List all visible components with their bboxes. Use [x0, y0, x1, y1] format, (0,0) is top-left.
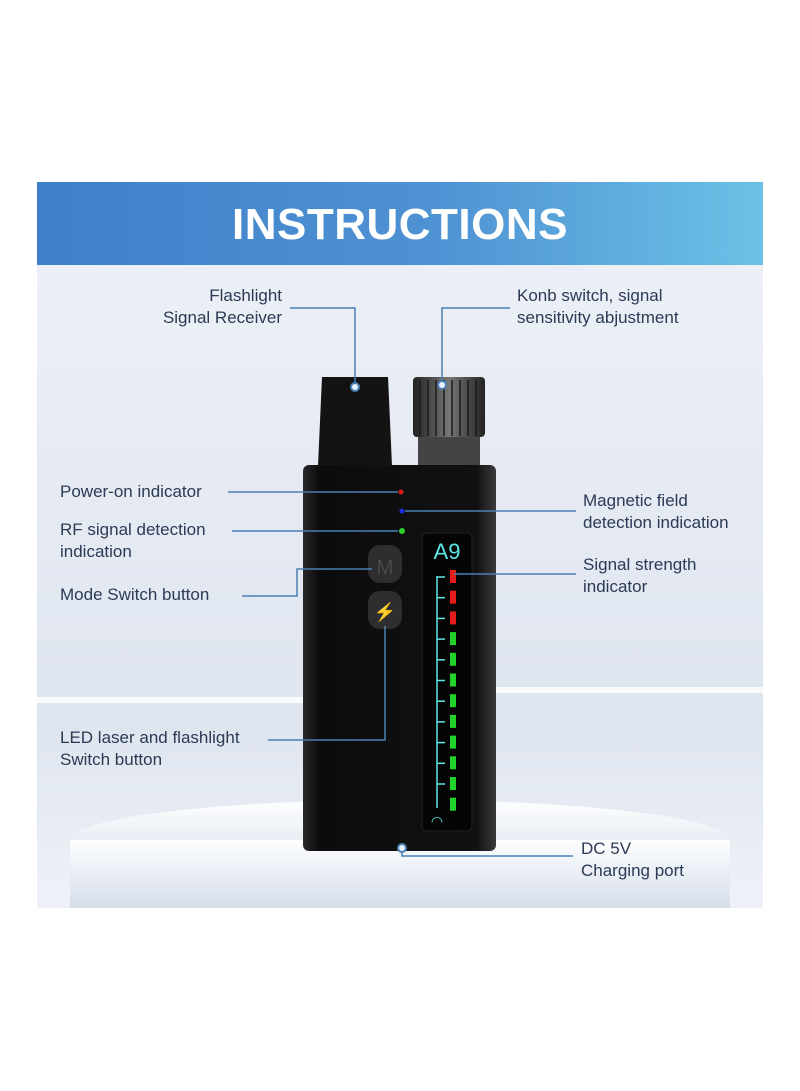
signal-display: [421, 532, 473, 832]
flashlight-receiver: [318, 377, 392, 466]
signal-bars: [436, 570, 456, 811]
signal-bar: [450, 735, 456, 749]
led-flashlight-button[interactable]: [368, 591, 402, 629]
magnetic-indicator-led: [399, 508, 405, 514]
anchor-dots: [350, 380, 447, 853]
power-indicator-led: [398, 489, 404, 495]
signal-bar: [450, 714, 456, 728]
signal-bar: [450, 797, 456, 811]
signal-bar: [450, 673, 456, 687]
page-title: INSTRUCTIONS: [232, 200, 568, 249]
lightning-icon: ⚡: [374, 601, 396, 623]
signal-bar: [450, 570, 456, 583]
label-power: Power-on indicator: [60, 482, 202, 501]
title-banner: INSTRUCTIONS: [37, 182, 763, 265]
rf-indicator-led: [399, 528, 405, 534]
signal-bar: [450, 632, 456, 646]
signal-bar: [450, 590, 456, 604]
signal-bar: [450, 611, 456, 625]
signal-bar: [450, 756, 456, 770]
wifi-icon: ◠: [431, 813, 443, 829]
signal-bar: [450, 652, 456, 666]
signal-bar: [450, 694, 456, 708]
mode-switch-button[interactable]: [368, 545, 402, 583]
label-mode: Mode Switch button: [60, 585, 210, 604]
svg-text:M: M: [377, 557, 394, 579]
model-label: A9: [434, 539, 461, 564]
leader-lines: [228, 307, 576, 857]
signal-bar: [450, 777, 456, 790]
knob: [413, 377, 485, 466]
